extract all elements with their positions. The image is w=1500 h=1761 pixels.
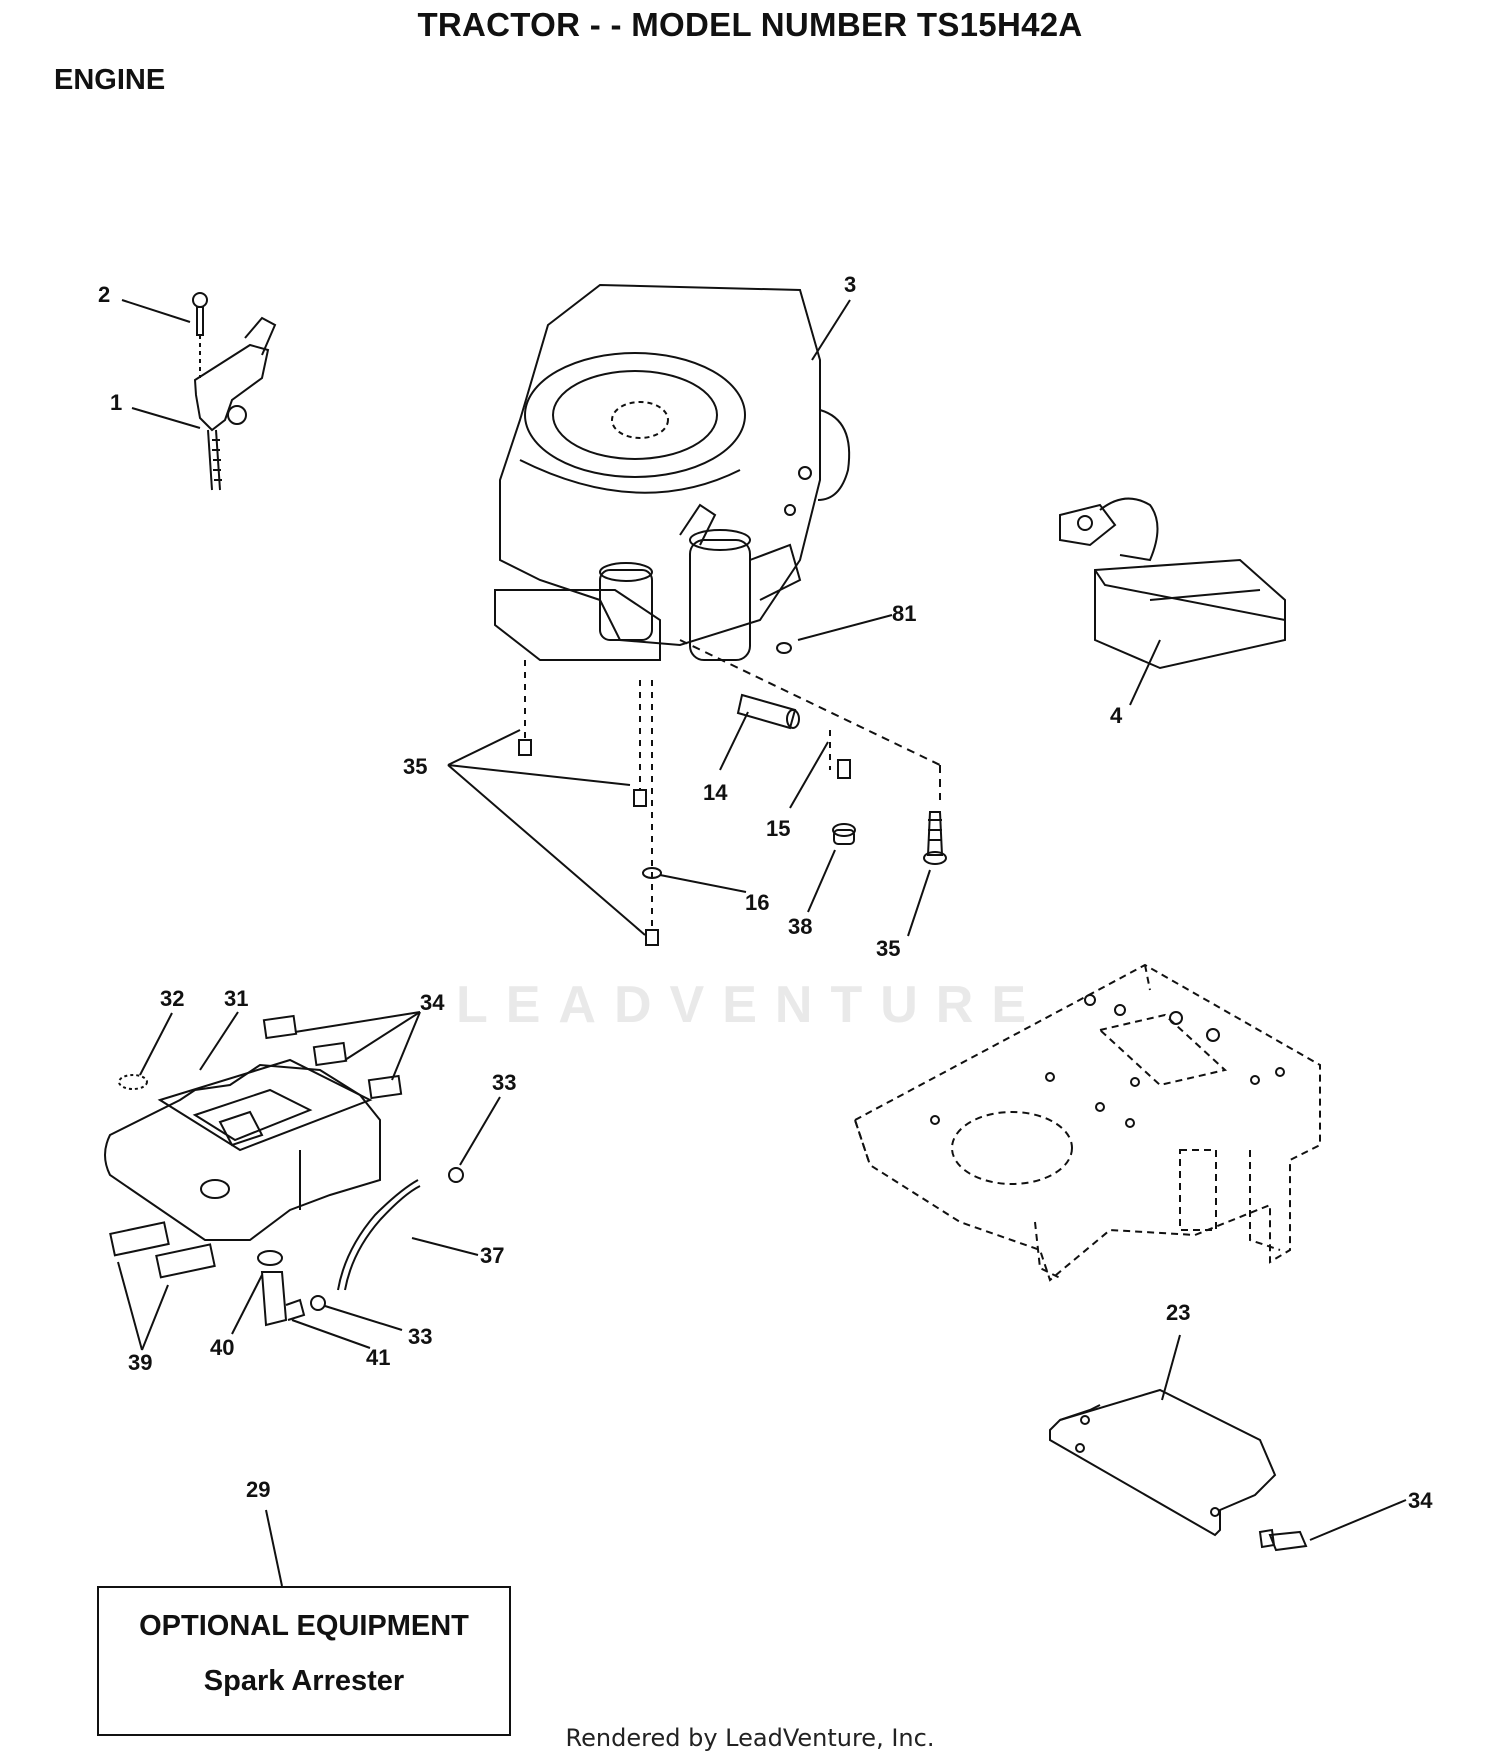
frame-holes [930, 994, 1285, 1128]
section-label: ENGINE [54, 64, 166, 96]
callout-23: 23 [1166, 1300, 1190, 1325]
leader-lines [117, 299, 1407, 1587]
callout-31: 31 [224, 986, 248, 1011]
callout-1: 1 [110, 390, 122, 415]
callout-4: 4 [1110, 703, 1123, 728]
heat-shield-drawing [1049, 1388, 1308, 1552]
callout-34-lower: 34 [1408, 1488, 1433, 1513]
callout-33-upper: 33 [492, 1070, 516, 1095]
callout-2: 2 [98, 282, 110, 307]
watermark-text: LEADVENTURE [455, 976, 1045, 1034]
callout-35-upper: 35 [403, 754, 427, 779]
engine-drawing [494, 283, 941, 800]
callout-29: 29 [246, 1477, 270, 1502]
callout-34-upper: 34 [420, 990, 445, 1015]
callout-33-lower: 33 [408, 1324, 432, 1349]
callout-37: 37 [480, 1243, 504, 1268]
page-title: TRACTOR - - MODEL NUMBER TS15H42A [417, 6, 1083, 43]
optional-equipment-box: OPTIONAL EQUIPMENT Spark Arrester [97, 1586, 511, 1736]
callout-14: 14 [703, 780, 728, 805]
air-cleaner-drawing [104, 1014, 464, 1327]
callout-3: 3 [844, 272, 856, 297]
callout-numbers: 1 2 3 4 81 35 14 15 16 38 35 32 31 34 33… [98, 272, 1433, 1513]
callout-41: 41 [366, 1345, 390, 1370]
muffler-drawing [1059, 497, 1286, 670]
optional-equipment-item: Spark Arrester [203, 1665, 405, 1697]
callout-16: 16 [745, 890, 769, 915]
footer-credit: Rendered by LeadVenture, Inc. [565, 1724, 935, 1752]
engine-hardware-drawing [518, 642, 947, 946]
frame-drawing [853, 963, 1321, 1282]
callout-32: 32 [160, 986, 184, 1011]
callout-15: 15 [766, 816, 790, 841]
callout-35-lower: 35 [876, 936, 900, 961]
throttle-control-drawing [192, 292, 277, 491]
callout-39: 39 [128, 1350, 152, 1375]
callout-38: 38 [788, 914, 812, 939]
callout-81: 81 [892, 601, 916, 626]
callout-40: 40 [210, 1335, 234, 1360]
optional-equipment-title: OPTIONAL EQUIPMENT [139, 1610, 469, 1642]
